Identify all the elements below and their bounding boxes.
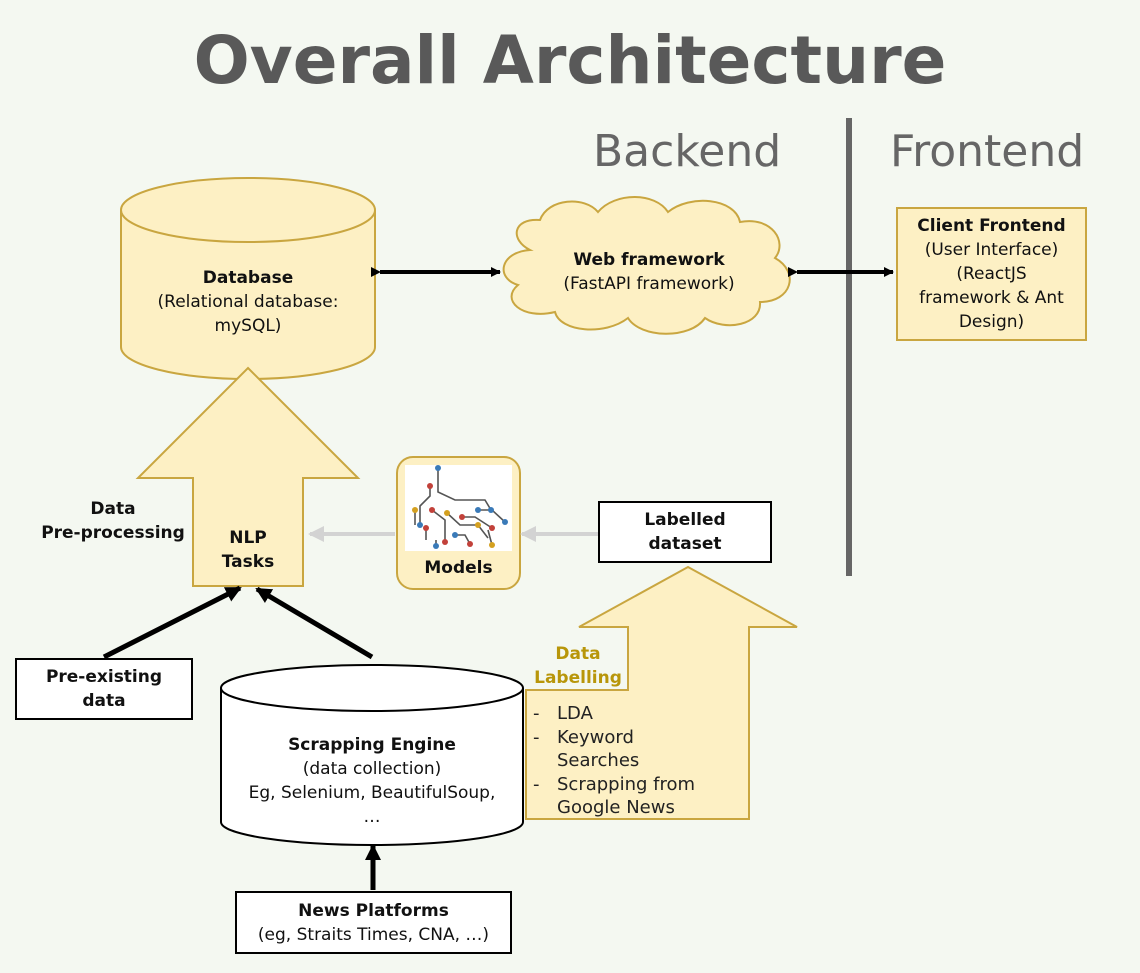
news-platforms-detail: (eg, Straits Times, CNA, …): [257, 925, 490, 945]
web-framework-name: Web framework: [573, 250, 725, 270]
data-labelling-methods-list: LDA Keyword Searches Scrapping from Goog…: [531, 702, 731, 820]
client-frontend-name: Client Frontend: [917, 216, 1066, 236]
frontend-heading: Frontend: [890, 126, 1085, 177]
web-framework-detail: (FastAPI framework): [563, 274, 735, 294]
database-name: Database: [202, 268, 294, 288]
web-framework-label: Web framework (FastAPI framework): [520, 248, 778, 296]
nlp-tasks-line-2: Tasks: [221, 552, 275, 572]
client-frontend-label: Client Frontend (User Interface) (ReactJ…: [897, 214, 1086, 334]
database-detail-2: mySQL): [214, 316, 282, 336]
database-cylinder: [120, 177, 376, 380]
neural-network-nodes: [412, 465, 508, 549]
list-item: LDA: [531, 702, 731, 726]
database-detail-1: (Relational database:: [157, 292, 339, 312]
news-platforms-name: News Platforms: [298, 901, 449, 921]
pre-existing-data-box: [15, 658, 193, 720]
nlp-tasks-line-1: NLP: [229, 528, 267, 548]
backend-heading: Backend: [593, 126, 782, 177]
client-frontend-box: [896, 207, 1087, 341]
scrapping-engine-detail-1: (data collection): [302, 759, 442, 779]
scrapping-engine-cylinder: [220, 664, 524, 846]
pre-existing-data-label: Pre-existing data: [16, 665, 192, 713]
client-frontend-detail-2: (ReactJS: [956, 264, 1027, 284]
nlp-up-arrow: [135, 366, 361, 587]
labelled-dataset-box: [598, 501, 772, 563]
database-label: Database (Relational database: mySQL): [121, 266, 375, 338]
news-platforms-label: News Platforms (eg, Straits Times, CNA, …: [236, 899, 511, 947]
models-label: Models: [424, 558, 493, 578]
pre-existing-data-line-1: Pre-existing: [45, 667, 163, 687]
pre-existing-data-line-2: data: [82, 691, 126, 711]
labelled-dataset-label: Labelled dataset: [599, 508, 771, 556]
data-preprocessing-line-1: Data: [90, 499, 136, 519]
list-item: Scrapping from Google News: [531, 773, 737, 820]
client-frontend-detail-1: (User Interface): [924, 240, 1059, 260]
data-labelling-line-1: Data: [555, 644, 601, 664]
nlp-tasks-label: NLP Tasks: [193, 526, 303, 574]
data-preprocessing-line-2: Pre-processing: [41, 523, 185, 543]
models-icon-background: [405, 465, 512, 551]
data-preprocessing-label: Data Pre-processing: [30, 497, 196, 545]
web-framework-cloud: [502, 196, 791, 335]
scrapping-engine-detail-3: …: [363, 807, 381, 827]
news-platforms-box: [235, 891, 512, 954]
pre-existing-to-nlp-arrow: [102, 585, 242, 660]
labelled-dataset-line-1: Labelled: [644, 510, 726, 530]
labelled-dataset-line-2: dataset: [648, 534, 722, 554]
list-item: Keyword Searches: [531, 726, 667, 773]
scrapping-to-nlp-arrow: [255, 586, 374, 660]
page-title: Overall Architecture: [193, 22, 947, 99]
client-frontend-detail-4: Design): [958, 312, 1025, 332]
scrapping-engine-detail-2: Eg, Selenium, BeautifulSoup,: [248, 783, 496, 803]
scrapping-engine-label: Scrapping Engine (data collection) Eg, S…: [221, 733, 523, 829]
data-labelling-heading: Data Labelling: [528, 642, 628, 690]
data-labelling-line-2: Labelling: [534, 668, 622, 688]
scrapping-engine-name: Scrapping Engine: [288, 735, 456, 755]
client-frontend-detail-3: framework & Ant: [919, 288, 1064, 308]
